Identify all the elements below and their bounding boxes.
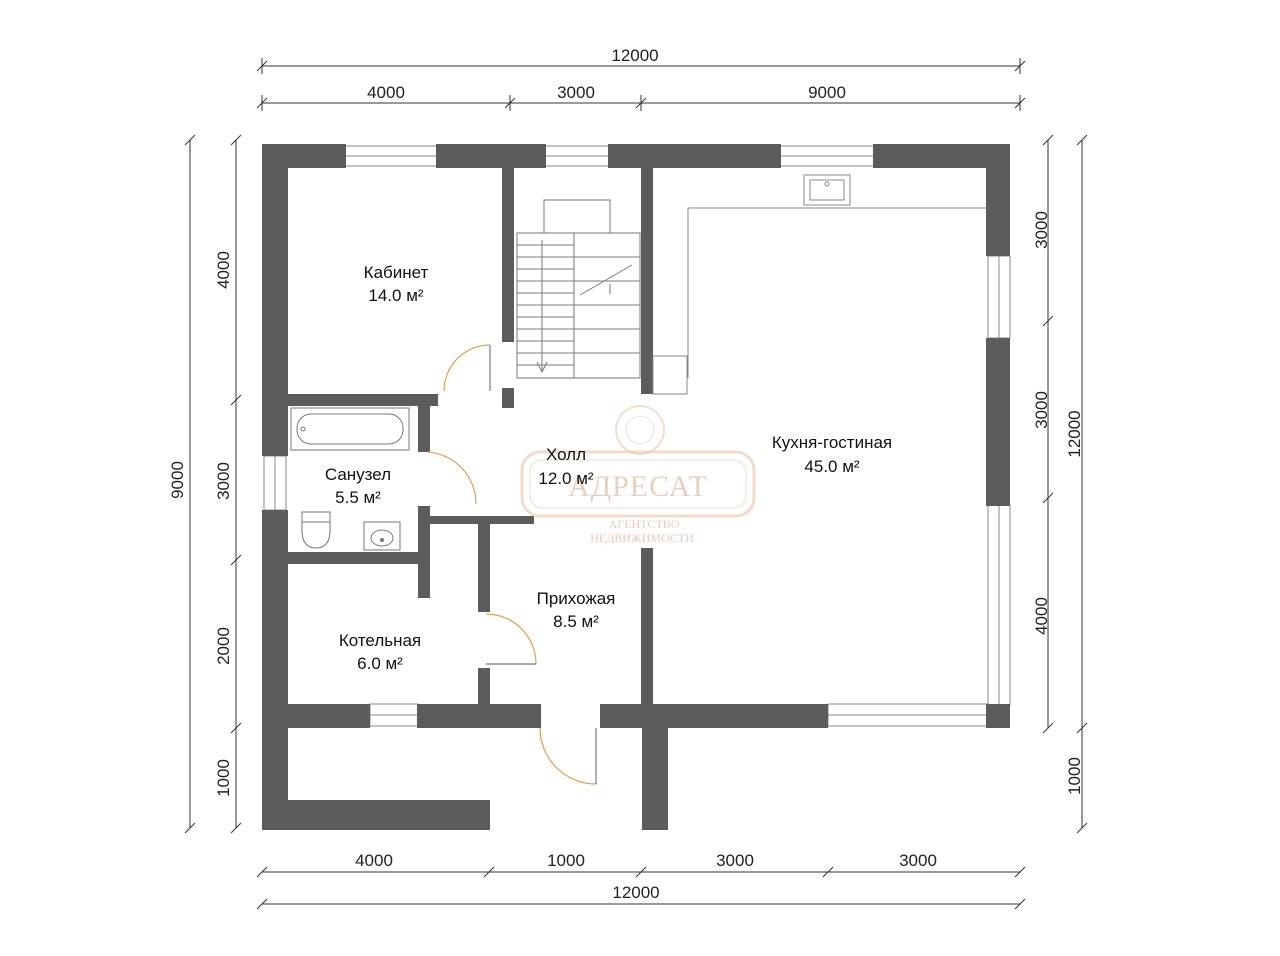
dim-right-a: 3000: [1032, 211, 1051, 249]
dim-bottom-total: 12000: [612, 883, 659, 902]
room-bathroom-area: 5.5 м²: [335, 488, 381, 507]
dim-left-c: 2000: [214, 627, 233, 665]
agency-watermark: АДРЕСАТ АГЕНТСТВО НЕДВИЖИМОСТИ: [520, 405, 756, 545]
dim-top-right: 9000: [808, 83, 846, 102]
dim-right-d: 1000: [1065, 757, 1084, 795]
walls: [262, 144, 1010, 830]
dimension-lines: [184, 58, 1088, 910]
dim-top-left: 4000: [367, 83, 405, 102]
dim-left-total: 9000: [168, 461, 187, 499]
room-cabinet-area: 14.0 м²: [368, 286, 423, 305]
watermark-line1: АГЕНТСТВО: [609, 517, 680, 531]
room-kitchen-name: Кухня-гостиная: [772, 433, 892, 452]
dim-right-total: 12000: [1065, 410, 1084, 457]
room-hallway-name: Прихожая: [537, 589, 616, 608]
dim-left-a: 4000: [214, 251, 233, 289]
dim-left-d: 1000: [214, 759, 233, 797]
bathroom-fixtures: [290, 407, 410, 551]
room-hall-area: 12.0 м²: [538, 469, 593, 488]
kitchen-fixtures: [652, 174, 986, 395]
dim-bottom-c: 3000: [716, 851, 754, 870]
doors: [427, 344, 597, 785]
toilet-icon: [301, 519, 331, 549]
dim-right-c: 4000: [1032, 597, 1051, 635]
room-cabinet-name: Кабинет: [364, 263, 429, 282]
watermark-line2: НЕДВИЖИМОСТИ: [590, 531, 694, 545]
dim-bottom-a: 4000: [355, 851, 393, 870]
room-boiler-area: 6.0 м²: [357, 654, 403, 673]
room-hall-name: Холл: [546, 445, 586, 464]
dim-left-b: 3000: [214, 462, 233, 500]
watermark-brand: АДРЕСАТ: [568, 470, 708, 503]
dim-right-b: 3000: [1032, 391, 1051, 429]
dim-top-total: 12000: [611, 46, 658, 65]
room-bathroom-name: Санузел: [325, 465, 391, 484]
dim-bottom-b: 1000: [547, 851, 585, 870]
room-boiler-name: Котельная: [339, 631, 421, 650]
staircase: [516, 199, 641, 379]
dim-top-mid: 3000: [557, 83, 595, 102]
room-hallway-area: 8.5 м²: [553, 612, 599, 631]
windows: [263, 145, 1011, 727]
room-kitchen-area: 45.0 м²: [804, 457, 859, 476]
dim-bottom-d: 3000: [899, 851, 937, 870]
